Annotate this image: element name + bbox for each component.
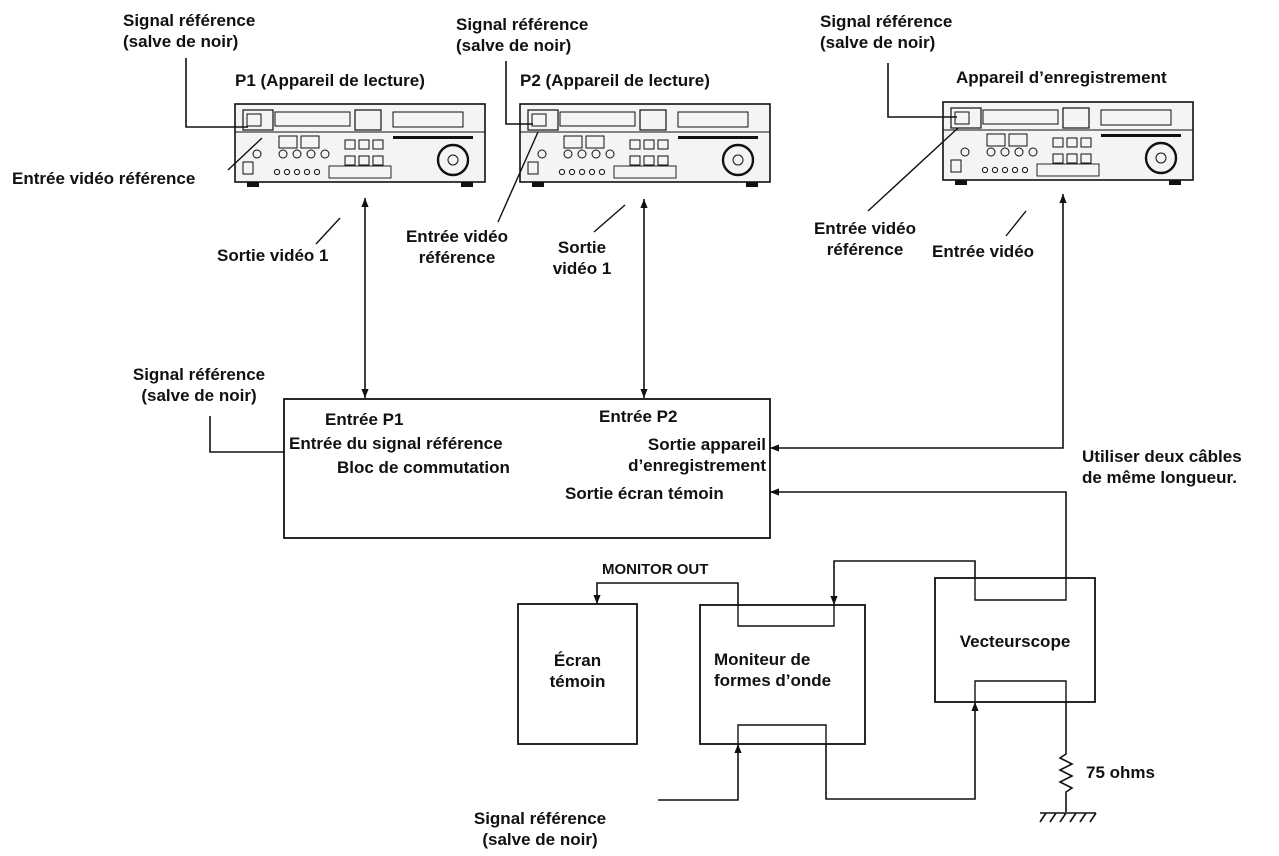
p2-video-out-line2: vidéo 1: [552, 259, 612, 278]
p2-title: P2 (Appareil de lecture): [520, 71, 710, 90]
waveform-inner-top: [737, 605, 835, 627]
cable-note-line2: de même longueur.: [1082, 468, 1237, 487]
vectorscope-label: Vecteurscope: [959, 632, 1071, 651]
p1-video-out-leader: [315, 217, 341, 245]
vectorscope-inner-top: [974, 578, 1067, 601]
p1-title: P1 (Appareil de lecture): [235, 71, 425, 90]
p1-ref-signal-line2: (salve de noir): [123, 32, 239, 51]
recorder-device: [941, 100, 1195, 187]
recorder-ref-input-line1: Entrée vidéo: [813, 219, 917, 238]
p1-ref-signal-line: [185, 58, 248, 128]
recorder-ref-input-line2: référence: [826, 240, 904, 259]
recorder-ref-signal-line: [887, 63, 957, 118]
p2-player-device: [518, 102, 772, 189]
switch-rec-out-line1: Sortie appareil: [647, 435, 766, 454]
screen-monitor-box: [517, 603, 638, 745]
p2-video-out-leader: [593, 204, 626, 233]
switch-block-name: Bloc de commutation: [337, 458, 510, 477]
switch-ext-ref-line1: Signal référence: [132, 365, 266, 384]
vectorscope-box: [934, 577, 1096, 703]
switch-in-p2-label: Entrée P2: [599, 407, 678, 426]
waveform-inner-bottom: [737, 724, 827, 744]
bottom-ref-signal-label: Signal référence (salve de noir): [440, 808, 640, 850]
termination-label: 75 ohms: [1086, 763, 1155, 782]
switch-monitor-out-label: Sortie écran témoin: [565, 484, 724, 503]
cable-note: Utiliser deux câbles de même longueur.: [1082, 446, 1242, 488]
recorder-title: Appareil d’enregistrement: [956, 68, 1167, 87]
monitor-out-line: [593, 582, 739, 605]
p2-ref-input-label: Entrée vidéo référence: [392, 226, 522, 268]
waveform-line1: Moniteur de: [714, 650, 811, 669]
termination-resistor-icon: [1058, 702, 1074, 812]
p2-ref-signal-line2: (salve de noir): [456, 36, 572, 55]
switch-rec-out-label: Sortie appareil d’enregistrement: [566, 434, 766, 476]
p2-ref-signal-line: [505, 61, 533, 125]
monitor-out-label: MONITOR OUT: [602, 561, 709, 578]
p2-ref-signal-line1: Signal référence: [456, 15, 589, 34]
screen-monitor-label: Écran témoin: [518, 650, 637, 692]
screen-line2: témoin: [549, 672, 606, 691]
screen-line1: Écran: [553, 651, 602, 670]
cable-note-line1: Utiliser deux câbles: [1082, 447, 1242, 466]
waveform-line2: formes d’onde: [714, 671, 832, 690]
switch-in-p1-label: Entrée P1: [325, 410, 404, 429]
recorder-video-in-leader: [1005, 210, 1027, 237]
switch-ref-signal-line: [209, 416, 284, 453]
waveform-to-vectorscope-line: [825, 702, 979, 800]
bottom-ref-line2: (salve de noir): [482, 830, 598, 849]
waveform-monitor-label: Moniteur de formes d’onde: [714, 649, 831, 691]
bottom-ref-line1: Signal référence: [473, 809, 607, 828]
vectorscope-inner-bottom: [974, 680, 1067, 702]
waveform-monitor-box: [699, 604, 866, 745]
p2-ref-input-line2: référence: [418, 248, 496, 267]
p2-ref-input-line1: Entrée vidéo: [405, 227, 509, 246]
monitor-out-to-vectorscope-line: [770, 488, 1067, 578]
p1-video-out-label: Sortie vidéo 1: [217, 246, 329, 265]
recorder-ref-input-label: Entrée vidéo référence: [800, 218, 930, 260]
p1-ref-signal-line1: Signal référence: [123, 11, 256, 30]
bottom-ref-signal-line: [658, 744, 742, 801]
p2-ref-input-leader: [497, 131, 539, 223]
p1-ref-input-label: Entrée vidéo référence: [12, 169, 196, 188]
p2-video-out-label: Sortie vidéo 1: [548, 237, 616, 279]
p1-ref-signal-label: Signal référence (salve de noir): [123, 10, 255, 52]
p2-ref-signal-label: Signal référence (salve de noir): [456, 14, 588, 56]
switch-to-recorder-line: [770, 194, 1067, 452]
recorder-ref-signal-label: Signal référence (salve de noir): [820, 11, 952, 53]
switch-ref-in-label: Entrée du signal référence: [289, 434, 503, 453]
p1-player-device: [233, 102, 487, 189]
switch-rec-out-line2: d’enregistrement: [628, 456, 766, 475]
ground-symbol-icon: [1039, 812, 1097, 823]
p2-video-out-line1: Sortie: [557, 238, 607, 257]
p1-ref-input-leader: [227, 137, 263, 171]
switch-ext-ref-line2: (salve de noir): [141, 386, 257, 405]
switching-block-box: [283, 398, 771, 539]
vectorscope-to-waveform-line: [830, 560, 976, 605]
recorder-ref-signal-line1: Signal référence: [820, 12, 953, 31]
recorder-video-in-label: Entrée vidéo: [932, 242, 1035, 261]
recorder-ref-signal-line2: (salve de noir): [820, 33, 936, 52]
switch-ext-ref-label: Signal référence (salve de noir): [112, 364, 286, 406]
